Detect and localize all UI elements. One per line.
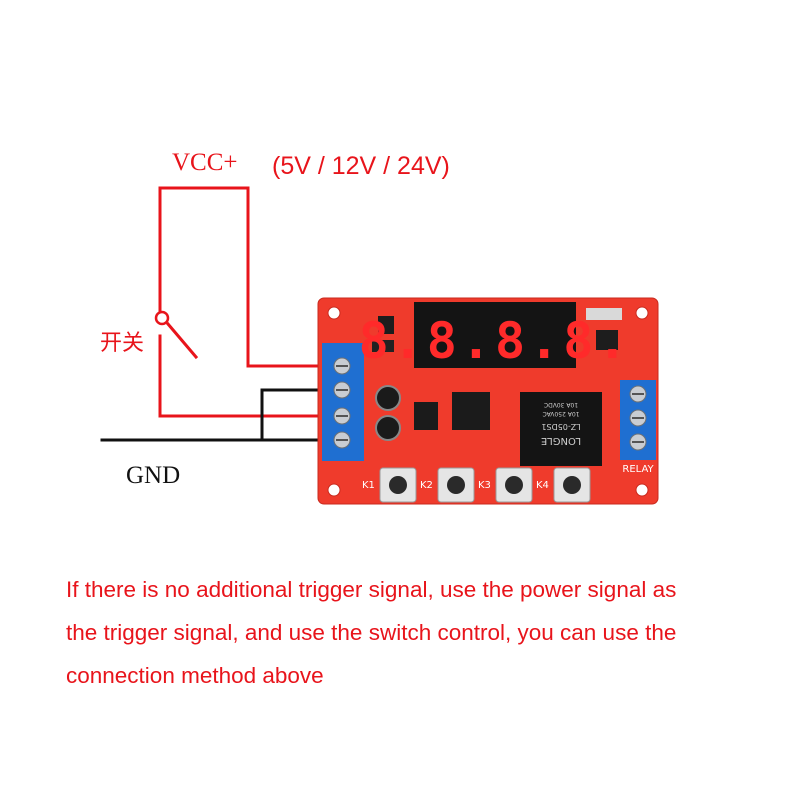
relay-terminal-screws (629, 385, 647, 451)
switch-lever (165, 321, 199, 360)
relay-model: LZ-05DS1 (541, 422, 580, 431)
display-readout: 8.8.8.8. (359, 312, 632, 370)
mount-hole-bl (327, 483, 341, 497)
input-terminal-screws (333, 357, 351, 449)
mount-hole-tl (327, 306, 341, 320)
sot-chip (372, 340, 394, 352)
ic-chip-center (452, 392, 490, 430)
relay-text: LONGLE LZ-05DS1 10A 250VAC 10A 30VDC (541, 401, 581, 446)
vcc-wire (158, 186, 330, 368)
gnd-label: GND (126, 462, 180, 489)
small-chip-right (596, 330, 618, 350)
button-k3: K3 (478, 467, 533, 503)
switch-lower-lead (158, 334, 332, 418)
relay-rating-dc: 10A 30VDC (544, 401, 578, 408)
mount-hole-tr (635, 306, 649, 320)
caption: If there is no additional trigger signal… (66, 568, 766, 697)
button-k4-label: K4 (536, 480, 549, 491)
caption-line-1: If there is no additional trigger signal… (66, 577, 677, 602)
button-k3-label: K3 (478, 480, 491, 491)
button-k1: K1 (362, 467, 417, 503)
switch-pivot (154, 310, 170, 326)
gnd-bridge-wire (260, 388, 332, 442)
vcc-label: VCC+ (172, 149, 238, 176)
switch-label: 开关 (100, 331, 144, 356)
relay-terminal-label: RELAY (622, 464, 654, 475)
seven-segment-display (414, 302, 576, 368)
ic-chip-left (414, 402, 438, 430)
caption-line-2: the trigger signal, and use the switch c… (66, 620, 677, 645)
smd-resistors (586, 308, 622, 320)
button-k2: K2 (420, 467, 475, 503)
voltage-options-label: (5V / 12V / 24V) (272, 152, 450, 180)
capacitor-top (375, 385, 401, 411)
button-k4: K4 (536, 467, 591, 503)
regulator-chip (378, 316, 394, 334)
relay-rating-ac: 10A 250VAC (542, 410, 579, 417)
wiring (100, 186, 332, 442)
button-k1-label: K1 (362, 480, 375, 491)
relay-brand: LONGLE (541, 435, 581, 446)
mount-hole-br (635, 483, 649, 497)
capacitor-bottom (375, 415, 401, 441)
relay (520, 392, 602, 466)
push-buttons: K1 K2 K3 K4 (362, 467, 591, 503)
relay-module-board: 8.8.8.8. LONGLE LZ-05DS1 10A 250VAC 10A … (317, 297, 659, 505)
caption-line-3: connection method above (66, 663, 324, 688)
display-digits: 8.8.8.8. (359, 312, 632, 370)
button-k2-label: K2 (420, 480, 433, 491)
